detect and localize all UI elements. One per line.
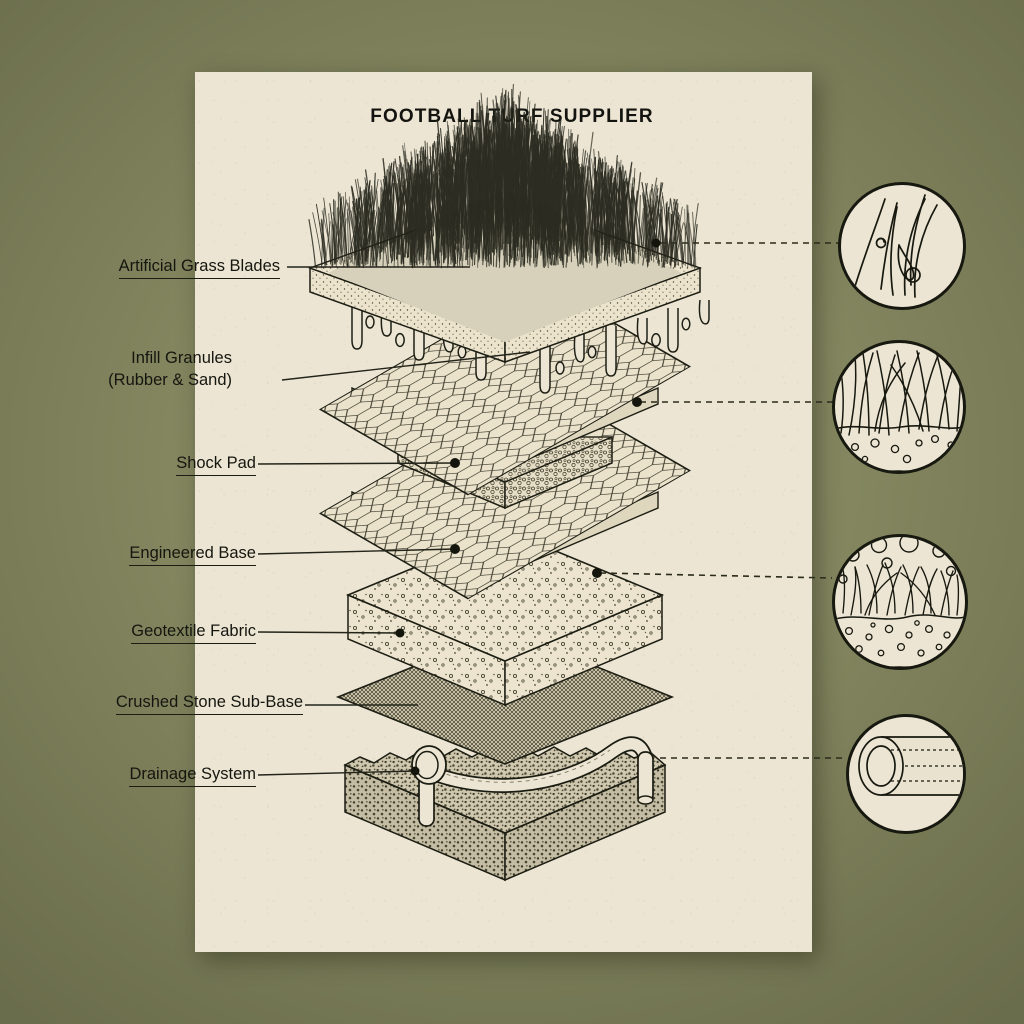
callout-circle-detail-grass-fiber[interactable] [838, 182, 966, 310]
perforated-pipe-closeup-icon [858, 736, 963, 796]
layer-label-text: Geotextile Fabric [131, 621, 256, 644]
granule-bed-closeup-icon [835, 537, 965, 667]
blades-over-infill-closeup-icon [835, 350, 963, 471]
callout-circle-detail-granule-bed[interactable] [832, 534, 968, 670]
layer-label-text-line2: (Rubber & Sand) [108, 371, 232, 389]
layer-label-text: Artificial Grass Blades [118, 256, 280, 279]
layer-label-artificial-grass-blades[interactable]: Artificial Grass Blades [0, 256, 280, 279]
layer-label-infill-granules[interactable]: Infill Granules (Rubber & Sand) [0, 347, 232, 391]
layer-label-text: Crushed Stone Sub-Base [115, 692, 303, 715]
layer-label-engineered-base[interactable]: Engineered Base [0, 543, 256, 566]
grass-fiber-closeup-icon [852, 194, 938, 298]
layer-label-crushed-stone-sub-base[interactable]: Crushed Stone Sub-Base [0, 692, 303, 715]
layer-label-text: Engineered Base [129, 543, 256, 566]
layer-label-shock-pad[interactable]: Shock Pad [0, 453, 256, 476]
callout-circle-detail-blades-infill[interactable] [832, 340, 966, 474]
layer-label-drainage-system[interactable]: Drainage System [0, 764, 256, 787]
layer-label-text: Drainage System [129, 764, 256, 787]
layer-label-geotextile-fabric[interactable]: Geotextile Fabric [0, 621, 256, 644]
layer-label-text: Shock Pad [176, 453, 256, 476]
layer-label-text-line1: Infill Granules [131, 349, 232, 367]
diagram-paper-sheet [195, 72, 812, 952]
callout-circle-detail-drain-pipe[interactable] [846, 714, 966, 834]
paper-grain-texture [195, 72, 812, 952]
page-title: FOOTBALL TURF SUPPLIER [370, 106, 654, 127]
